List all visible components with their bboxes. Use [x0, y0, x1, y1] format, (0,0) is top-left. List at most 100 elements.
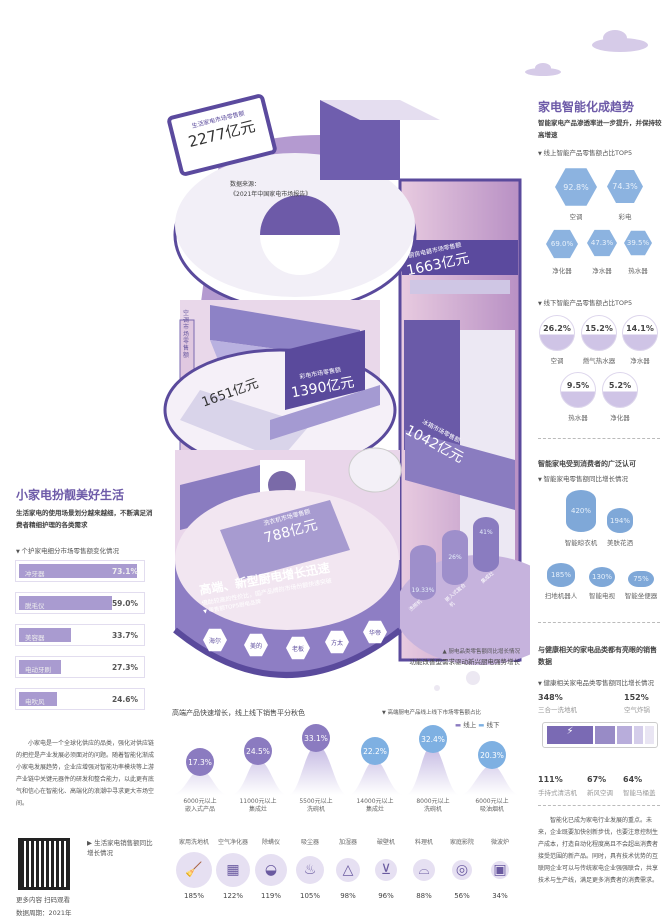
kitchen-growth-dishwasher: 19.33% [410, 545, 436, 600]
highend-value: 33.1% [302, 724, 330, 752]
health-value: 64% [623, 775, 643, 784]
recog-cylinder: 75% [628, 571, 654, 587]
bar-value: 33.7% [111, 631, 138, 640]
personal-care-chart-title: 个护家电细分市场零售额变化情况 [16, 545, 119, 555]
battery-segment [645, 726, 654, 744]
bar-value: 73.1% [111, 567, 138, 576]
living-value: 56% [454, 892, 470, 900]
lightning-icon: ⚡ [547, 726, 593, 744]
health-label: 智能马桶盖 [623, 789, 656, 797]
cat-name: 吸油烟机 [479, 806, 504, 813]
qr-code[interactable] [17, 837, 71, 891]
offline-circle: 9.5% [560, 372, 596, 408]
smart-subtitle: 智能家电产品渗透率进一步提升，并保持较高增速 [538, 119, 662, 139]
recog-subtitle: 智能家电零售额同比增长情况 [538, 473, 628, 483]
cat-name: 嵌入式产品 [184, 806, 215, 813]
health-label: 三合一洗地机 [538, 706, 577, 714]
health-value: 67% [587, 775, 607, 784]
offline-label: 热水器 [568, 414, 588, 422]
bar-value: 27.3% [111, 663, 138, 672]
highend-category: 6000元以上嵌入式产品 [170, 798, 230, 814]
highend-mountains [170, 745, 520, 795]
highend-category: 6000元以上吸油烟机 [462, 798, 522, 814]
source-name: 《2021年中国家电市场报告》 [230, 191, 312, 198]
kitchen-growth-caption: ▲ 厨电品类零售额同比增长情况 [442, 649, 521, 655]
recog-label: 智能坐便器 [624, 592, 658, 600]
recog-label: 智能电视 [589, 592, 615, 600]
living-label: 空气净化器 [217, 839, 248, 846]
living-label: 家庭影院 [449, 839, 474, 846]
smart-title: 家电智能化成趋势 [538, 100, 635, 114]
humidifier-icon: △ [336, 858, 360, 882]
projector-icon: ◎ [452, 860, 472, 880]
recog-title: 智能家电受到消费者的广泛认可 [538, 460, 636, 468]
health-value: 111% [538, 775, 563, 784]
recog-cylinder: 185% [547, 563, 575, 587]
kitchen-growth-subcaption: 功能改善型需求驱动新兴厨电强势增长 [409, 658, 521, 666]
kitchen-growth-integrated-stove: 41% [473, 517, 499, 572]
online-hex: 39.5% [624, 230, 652, 256]
recog-label: 扫地机器人 [544, 592, 578, 600]
health-title: 与健康相关的家电品类都有亮眼的销售数据 [538, 646, 657, 666]
cat-price: 6000元以上 [475, 798, 509, 805]
recog-cylinder: 130% [589, 567, 615, 587]
highend-title: 高端产品快速增长，线上线下销售平分秋色 [172, 709, 305, 717]
online-label: 热水器 [628, 267, 648, 275]
offline-label: 燃气热水器 [582, 357, 616, 365]
cat-price: 11000元以上 [239, 798, 277, 805]
cat-name: 洗碗机 [306, 806, 325, 813]
online-label: 净化器 [552, 267, 572, 275]
health-value: 348% [538, 693, 563, 702]
recog-label: 智能晾衣机 [564, 539, 598, 547]
highend-category: 8000元以上洗碗机 [403, 798, 463, 814]
living-value: 185% [183, 892, 204, 900]
ac-label: 空调市场零售额 [183, 310, 190, 359]
bar-label: 电吹风 [19, 692, 57, 706]
highend-value: 17.3% [186, 748, 214, 776]
highend-value: 24.5% [244, 737, 272, 765]
note-text: 生活家电销售额同比增长情况 [87, 839, 153, 857]
cat-price: 5500元以上 [299, 798, 333, 805]
recog-cylinder: 420% [566, 490, 596, 532]
data-period: 数据周期：2021年 [16, 909, 72, 917]
highend-value: 22.2% [361, 737, 389, 765]
divider [538, 622, 660, 623]
offline-circle: 15.2% [581, 315, 617, 351]
offline-circle: 14.1% [622, 315, 658, 351]
highend-legend-title: 高端厨电产品线上线下市场零售额占比 [382, 708, 481, 716]
living-label: 料理机 [414, 839, 433, 846]
cat-name: 洗碗机 [423, 806, 442, 813]
highend-category: 11000元以上集成灶 [228, 798, 288, 814]
bar-label: 电动牙刷 [19, 660, 61, 674]
big-number-3-illustration [163, 100, 530, 678]
air-purifier-icon: ▦ [216, 853, 250, 887]
legend-offline: 线下 [486, 721, 500, 729]
living-value: 34% [492, 892, 508, 900]
data-source: 数据来源： 《2021年中国家电市场报告》 [230, 180, 311, 200]
divider [538, 438, 660, 439]
small-appliance-title: 小家电扮靓美好生活 [16, 488, 125, 502]
living-value: 96% [378, 892, 394, 900]
living-note: ▶ 生活家电销售额同比增长情况 [87, 839, 153, 857]
online-hex: 47.3% [587, 229, 617, 257]
caption-text: 厨电品类零售额同比增长情况 [448, 649, 520, 655]
brand-vatti: 华帝 [363, 620, 387, 644]
brand-haier: 海尔 [203, 628, 227, 652]
health-subtitle: 健康相关家电品类零售额同比增长情况 [538, 677, 654, 687]
offline-top5-title: 线下智能产品零售额占比TOP5 [538, 297, 632, 307]
recog-cylinder: 194% [607, 508, 633, 533]
small-appliance-subtitle: 生活家电的使用场景划分越来越细，不断满足消费者精细护理的各类需求 [16, 509, 153, 529]
health-label: 新风空调 [587, 789, 613, 797]
living-label: 除螨仪 [261, 839, 280, 846]
floor-washer-icon: 🧹 [176, 852, 212, 888]
recog-label: 美肤花洒 [607, 539, 633, 547]
offline-circle: 26.2% [539, 315, 575, 351]
mite-remover-icon: ◒ [255, 854, 287, 886]
bar-value: 59.0% [111, 599, 138, 608]
highend-value: 20.3% [478, 741, 506, 769]
living-label: 破壁机 [376, 839, 395, 846]
